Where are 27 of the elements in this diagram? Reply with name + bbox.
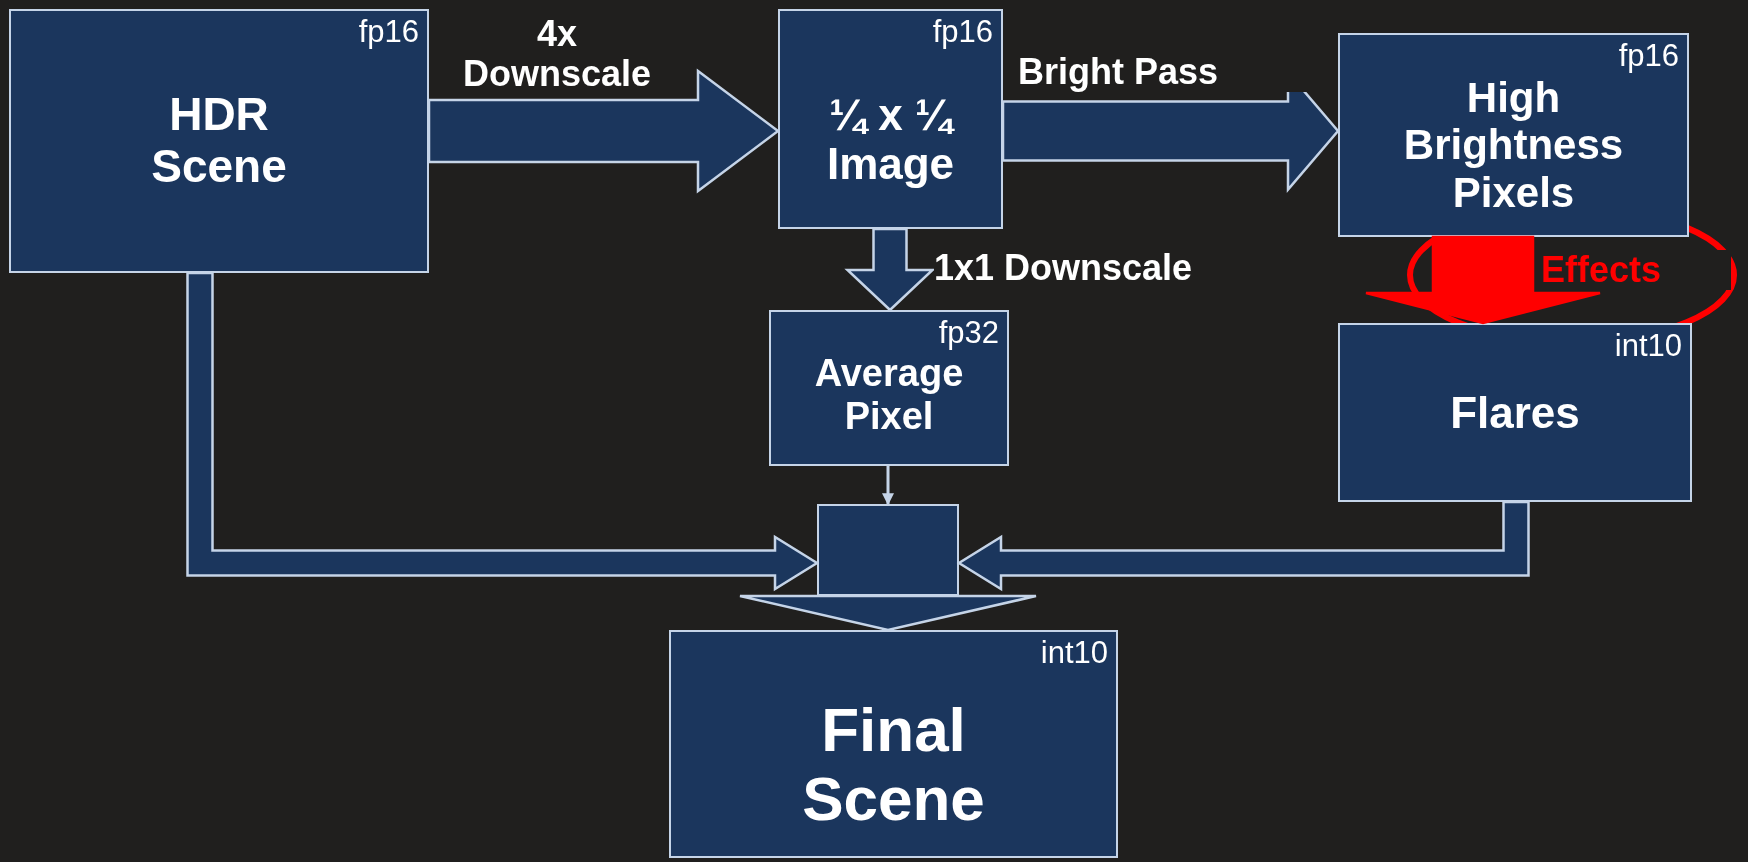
block-arrow (186, 271, 820, 592)
precision-label: fp16 (358, 15, 419, 50)
process-box (1338, 323, 1692, 502)
edge-label: Effects (1541, 250, 1731, 290)
box-label: HDR Scene (150, 89, 288, 193)
box-label: ¼ x ¼ Image (825, 89, 956, 189)
block-arrow (738, 594, 1038, 632)
precision-label: int10 (1614, 329, 1682, 364)
process-box (769, 310, 1009, 466)
block-arrow (956, 500, 1530, 592)
box-label: Final Scene (801, 694, 986, 834)
junction-box (817, 504, 959, 596)
block-arrow (1364, 235, 1602, 325)
process-box (778, 9, 1003, 229)
block-arrow (427, 68, 781, 194)
arrow (882, 466, 894, 506)
precision-label: fp16 (932, 15, 993, 50)
precision-label: fp16 (1618, 39, 1679, 74)
block-arrow (844, 227, 936, 312)
process-box (1338, 33, 1689, 237)
box-label: High Brightness Pixels (1402, 74, 1625, 216)
process-box (669, 630, 1118, 858)
precision-label: fp32 (938, 316, 999, 351)
process-box (9, 9, 429, 273)
box-label: Average Pixel (813, 352, 965, 438)
precision-label: int10 (1040, 636, 1108, 671)
box-label: Flares (1450, 387, 1580, 438)
